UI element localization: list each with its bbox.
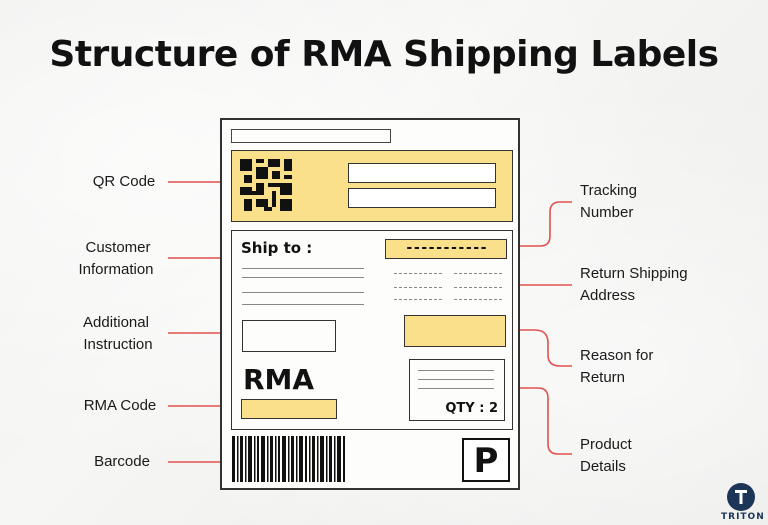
- header-bar: [231, 129, 391, 143]
- qr-info-field-1: [348, 163, 496, 183]
- qr-section: [231, 150, 513, 222]
- label-qr-code: QR Code: [92, 173, 156, 190]
- return-address-line: [454, 299, 502, 300]
- reason-for-return-box: [404, 315, 506, 347]
- tracking-number-box: -----------: [385, 239, 507, 259]
- product-details-line: [418, 370, 494, 371]
- barcode-icon: [232, 436, 345, 482]
- return-address-line: [454, 273, 502, 274]
- product-details-box: QTY : 2: [409, 359, 505, 421]
- return-address-line: [394, 273, 442, 274]
- label-customer-information-line2: Information: [78, 261, 154, 278]
- connector-tracking-number: [505, 201, 572, 247]
- qr-code-icon: [240, 159, 292, 211]
- label-product-details-line1: Product: [580, 436, 632, 453]
- label-reason-for-return-line1: Reason for: [580, 347, 654, 364]
- customer-info-line: [242, 304, 364, 305]
- qr-info-field-2: [348, 188, 496, 208]
- return-address-line: [394, 287, 442, 288]
- info-section: Ship to : ----------- RMA QTY : 2: [231, 230, 513, 430]
- rma-code-box: [241, 399, 337, 419]
- label-product-details-line2: Details: [580, 458, 626, 475]
- label-customer-information-line1: Customer: [85, 239, 151, 256]
- return-address-line: [454, 287, 502, 288]
- ship-to-label: Ship to :: [241, 239, 313, 257]
- product-details-line: [418, 388, 494, 389]
- customer-info-line: [242, 292, 364, 293]
- label-reason-for-return-line2: Return: [580, 369, 626, 386]
- label-return-shipping-address-line2: Address: [580, 287, 636, 304]
- additional-instruction-box: [242, 320, 336, 352]
- priority-p-box: P: [462, 438, 510, 482]
- customer-info-line: [242, 268, 364, 269]
- label-tracking-number-line2: Number: [580, 204, 634, 221]
- return-address-line: [394, 299, 442, 300]
- rma-text: RMA: [243, 363, 315, 396]
- page-title: Structure of RMA Shipping Labels: [49, 34, 719, 75]
- label-additional-instruction-line1: Additional: [83, 314, 149, 331]
- connector-reason-for-return: [505, 329, 572, 367]
- qty-text: QTY : 2: [445, 401, 498, 416]
- connector-product-details: [505, 387, 572, 455]
- label-rma-code: RMA Code: [83, 397, 157, 414]
- shipping-label-card: Ship to : ----------- RMA QTY : 2: [220, 118, 520, 490]
- customer-info-line: [242, 277, 364, 278]
- label-barcode: Barcode: [94, 453, 150, 470]
- label-additional-instruction-line2: Instruction: [83, 336, 153, 353]
- product-details-line: [418, 379, 494, 380]
- label-tracking-number-line1: Tracking: [580, 182, 637, 199]
- label-return-shipping-address-line1: Return Shipping: [580, 265, 688, 282]
- logo-name: TRITON: [721, 512, 765, 522]
- triton-logo-icon: [727, 483, 755, 511]
